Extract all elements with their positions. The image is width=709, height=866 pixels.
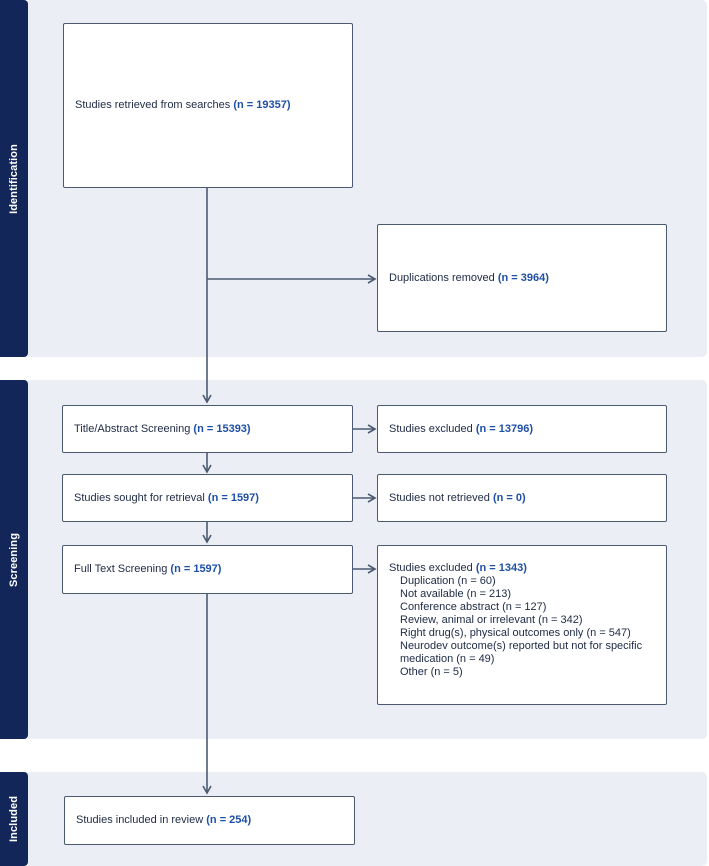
full-text-text: Full Text Screening (n = 1597): [74, 563, 222, 576]
exclusion-reason: Review, animal or irrelevant (n = 342): [400, 613, 583, 626]
sought-text: Studies sought for retrieval (n = 1597): [74, 491, 259, 504]
box-studies-sought: Studies sought for retrieval (n = 1597): [62, 474, 353, 522]
phase-bar-identification: Identification: [0, 0, 28, 357]
box-studies-excluded-1: Studies excluded (n = 13796): [377, 405, 667, 453]
excluded-2-count: (n = 1343): [475, 562, 527, 574]
excluded-2-heading: Studies excluded (n = 1343): [389, 562, 527, 574]
box-studies-excluded-2: Studies excluded (n = 1343) Duplication …: [377, 545, 667, 705]
exclusion-reason: Right drug(s), physical outcomes only (n…: [400, 626, 631, 639]
excluded-1-text: Studies excluded (n = 13796): [389, 422, 534, 435]
duplications-text: Duplications removed (n = 3964): [389, 271, 549, 284]
not-retrieved-count: (n = 0): [492, 491, 526, 504]
exclusion-reason: Conference abstract (n = 127): [400, 600, 547, 613]
box-studies-retrieved: Studies retrieved from searches (n = 193…: [63, 23, 353, 188]
studies-retrieved-text: Studies retrieved from searches (n = 193…: [75, 99, 291, 112]
exclusion-reason: Not available (n = 213): [400, 587, 511, 600]
box-title-abstract-screening: Title/Abstract Screening (n = 15393): [62, 405, 353, 453]
not-retrieved-text: Studies not retrieved (n = 0): [389, 491, 526, 504]
box-studies-not-retrieved: Studies not retrieved (n = 0): [377, 474, 667, 522]
title-abstract-text: Title/Abstract Screening (n = 15393): [74, 422, 251, 435]
full-text-count: (n = 1597): [170, 563, 222, 576]
box-full-text-screening: Full Text Screening (n = 1597): [62, 545, 353, 594]
included-count: (n = 254): [206, 814, 252, 827]
title-abstract-count: (n = 15393): [193, 422, 251, 435]
exclusion-reason: Other (n = 5): [400, 665, 463, 678]
included-text: Studies included in review (n = 254): [76, 814, 252, 827]
exclusion-reason: Duplication (n = 60): [400, 574, 496, 587]
duplications-count: (n = 3964): [497, 271, 549, 284]
excluded-1-count: (n = 13796): [475, 422, 534, 435]
excluded-2-content: Studies excluded (n = 1343) Duplication …: [389, 562, 655, 679]
sought-count: (n = 1597): [207, 491, 259, 504]
phase-bar-screening: Screening: [0, 380, 28, 739]
studies-retrieved-count: (n = 19357): [233, 99, 291, 112]
exclusion-reason: Neurodev outcome(s) reported but not for…: [400, 639, 643, 665]
phase-bar-included: Included: [0, 772, 28, 866]
box-duplications-removed: Duplications removed (n = 3964): [377, 224, 667, 332]
box-studies-included: Studies included in review (n = 254): [64, 796, 355, 845]
